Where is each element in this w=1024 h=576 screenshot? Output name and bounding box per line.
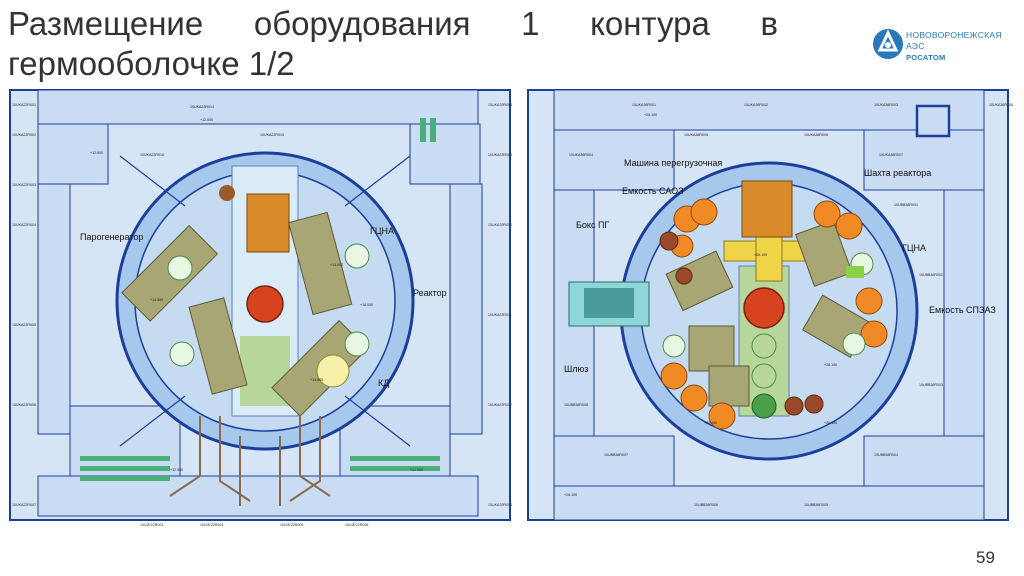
saoz-tanks (660, 198, 888, 430)
svg-text:10UBB36R007: 10UBB36R007 (604, 453, 628, 457)
svg-text:10UKA22R013: 10UKA22R013 (488, 503, 512, 507)
svg-text:10UKA22R005: 10UKA22R005 (12, 323, 36, 327)
label-gtsna-left: ГЦНА (370, 226, 394, 236)
label-refueling-machine: Машина перегрузочная (624, 158, 722, 168)
label-reactor: Реактор (413, 288, 447, 298)
svg-text:10UBB36R003: 10UBB36R003 (919, 383, 943, 387)
label-saoz: Емкость САОЗ (622, 186, 684, 196)
svg-text:10UKA36R008: 10UKA36R008 (989, 103, 1013, 107)
left-elevations: +12.900 +12.000 +14.500 +14.000 +14.000 … (90, 118, 423, 472)
right-perimeter-rooms (553, 89, 985, 521)
bottom-piping (169, 416, 331, 506)
left-green-equipment (80, 118, 440, 481)
svg-text:+26.100: +26.100 (754, 253, 767, 257)
svg-text:+12.000: +12.000 (200, 118, 213, 122)
svg-text:10UKA22R004: 10UKA22R004 (12, 223, 36, 227)
svg-text:+12.000: +12.000 (410, 468, 423, 472)
page-number: 59 (976, 548, 995, 567)
label-airlock: Шлюз (564, 364, 588, 374)
svg-text:10UBB36R004: 10UBB36R004 (874, 453, 898, 457)
rosatom-logo: НОВОВОРОНЕЖСКАЯ АЭС РОСАТОМ (872, 26, 1022, 70)
svg-text:10UJE22R005: 10UJE22R005 (280, 523, 303, 527)
right-floor-plan: Машина перегрузочная Емкость САОЗ Шахта … (524, 76, 1024, 528)
svg-text:+26.100: +26.100 (824, 421, 837, 425)
svg-text:10UKA36R002: 10UKA36R002 (744, 103, 768, 107)
label-shaft: Шахта реактора (864, 168, 931, 178)
svg-text:10UKA22R011: 10UKA22R011 (488, 313, 512, 317)
svg-text:10UBB36R005: 10UBB36R005 (804, 503, 828, 507)
label-gtsna-right: ГЦНА (902, 243, 926, 253)
svg-text:10UKA36R007: 10UKA36R007 (879, 153, 903, 157)
svg-text:10UBB36R008: 10UBB36R008 (564, 403, 588, 407)
svg-text:+26.000: +26.000 (704, 421, 717, 425)
svg-text:+14.000: +14.000 (360, 303, 373, 307)
logo-line-3: РОСАТОМ (906, 53, 946, 62)
svg-text:10UKA36R004: 10UKA36R004 (569, 153, 593, 157)
logo-text: НОВОВОРОНЕЖСКАЯ АЭС РОСАТОМ (906, 30, 1002, 63)
label-box-pg: Бокс ПГ (576, 220, 609, 230)
label-spzaz: Емкость СПЗАЗ (929, 305, 996, 315)
label-kd: КД (378, 378, 389, 388)
right-elevations: +26.100 +26.000 +26.100 +26.100 +26.100 … (564, 113, 837, 497)
svg-text:10UKA22R008: 10UKA22R008 (488, 103, 512, 107)
svg-text:10UKA36R003: 10UKA36R003 (874, 103, 898, 107)
svg-text:10UKA22R016: 10UKA22R016 (140, 153, 164, 157)
svg-text:10UBB36R002: 10UBB36R002 (919, 273, 943, 277)
svg-text:10UKA36R005: 10UKA36R005 (684, 133, 708, 137)
svg-text:+12.900: +12.900 (90, 151, 103, 155)
svg-text:10UJE22R004: 10UJE22R004 (200, 523, 223, 527)
svg-text:10UKA22R002: 10UKA22R002 (12, 133, 36, 137)
svg-text:10UBB36R006: 10UBB36R006 (694, 503, 718, 507)
svg-text:+14.500: +14.500 (310, 378, 323, 382)
slide-title: Размещение оборудования 1 контура в герм… (8, 4, 778, 84)
right-pumps (662, 252, 874, 358)
svg-text:10UJE22R006: 10UJE22R006 (345, 523, 368, 527)
svg-text:10UKA36R001: 10UKA36R001 (632, 103, 656, 107)
left-floor-plan: Парогенератор ГЦНА Реактор КД 10UKA22R00… (0, 76, 520, 528)
svg-text:+26.100: +26.100 (564, 493, 577, 497)
svg-text:10UKA22R012: 10UKA22R012 (488, 403, 512, 407)
label-steam-generator: Парогенератор (80, 232, 143, 242)
perimeter-rooms (37, 89, 483, 517)
slide-title-line-2: гермооболочке 1/2 (8, 45, 295, 82)
slide-title-line-1: Размещение оборудования 1 контура в (8, 5, 778, 42)
svg-text:10UKA22R007: 10UKA22R007 (12, 503, 36, 507)
svg-text:10UKA22R009: 10UKA22R009 (488, 153, 512, 157)
svg-text:10UBB36R001: 10UBB36R001 (894, 203, 918, 207)
svg-text:10UKA22R001: 10UKA22R001 (12, 103, 36, 107)
reactor-vessel-right (743, 287, 785, 329)
svg-text:10UKA36R006: 10UKA36R006 (804, 133, 828, 137)
left-room-codes: 10UKA22R001 10UKA22R002 10UKA22R003 10UK… (12, 103, 512, 527)
svg-text:10UKA22R003: 10UKA22R003 (12, 183, 36, 187)
svg-text:+14.000: +14.000 (330, 263, 343, 267)
svg-text:10UKA22R006: 10UKA22R006 (12, 403, 36, 407)
svg-text:10UJE22R003: 10UJE22R003 (140, 523, 163, 527)
reactor-vessel (246, 285, 284, 323)
svg-text:+26.100: +26.100 (824, 363, 837, 367)
pressurizer (316, 354, 350, 388)
svg-text:+26.100: +26.100 (644, 113, 657, 117)
logo-line-1: НОВОВОРОНЕЖСКАЯ (906, 30, 1002, 40)
right-room-codes: 10UKA36R001 10UKA36R002 10UKA36R003 10UK… (564, 103, 1013, 507)
atom-icon (873, 29, 903, 59)
svg-text:+12.000: +12.000 (170, 468, 183, 472)
svg-text:10UKA22R010: 10UKA22R010 (488, 223, 512, 227)
svg-text:+14.500: +14.500 (150, 298, 163, 302)
svg-text:10UKA22R015: 10UKA22R015 (260, 133, 284, 137)
svg-text:10UKA22R014: 10UKA22R014 (190, 105, 214, 109)
logo-line-2: АЭС (906, 41, 925, 51)
main-circulation-pumps (167, 243, 370, 367)
brown-tanks (659, 231, 824, 416)
